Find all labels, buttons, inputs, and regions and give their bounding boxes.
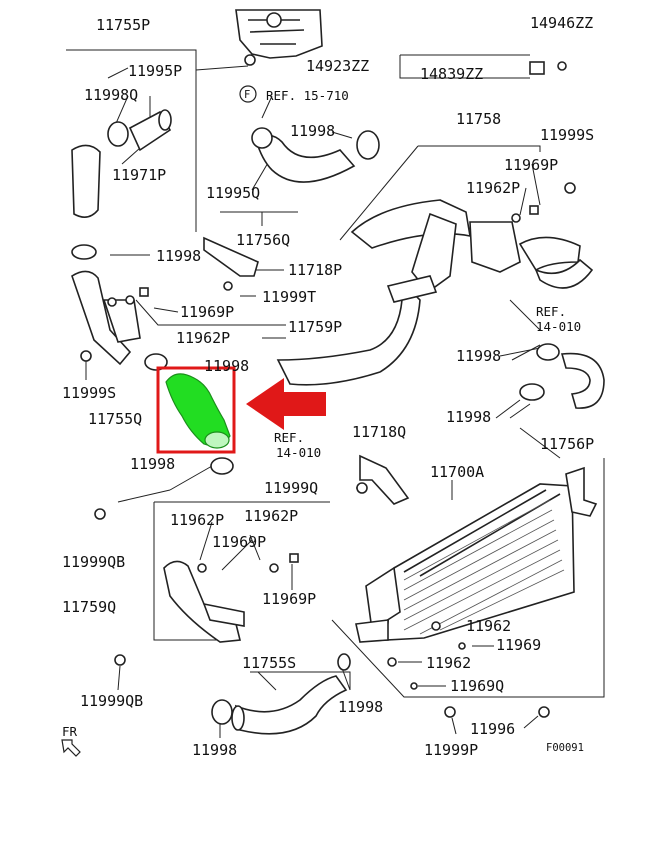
label-11969Q: 11969Q xyxy=(450,677,504,695)
label-11998-e: 11998 xyxy=(446,408,491,426)
label-11998-a: 11998 xyxy=(290,122,335,140)
label-ref-14-010-b-line1: REF. xyxy=(274,430,304,445)
red-left-arrow-icon xyxy=(246,378,326,430)
intercooler-fins xyxy=(403,499,565,635)
highlight-box xyxy=(156,366,236,454)
label-11962P-c: 11962P xyxy=(170,511,224,529)
label-11969P-b: 11969P xyxy=(180,303,234,321)
label-11756Q: 11756Q xyxy=(236,231,290,249)
label-11999QB-a: 11999QB xyxy=(62,553,125,571)
part-labels: 11755P 14946ZZ 11995P 14923ZZ 14839ZZ 11… xyxy=(62,14,594,759)
label-f00091: F00091 xyxy=(546,742,584,754)
label-11999QB-b: 11999QB xyxy=(80,692,143,710)
label-11971P: 11971P xyxy=(112,166,166,184)
label-ref-14-010-a-line2: 14-010 xyxy=(536,319,581,334)
label-14946ZZ: 14946ZZ xyxy=(530,14,593,32)
label-11755Q: 11755Q xyxy=(88,410,142,428)
label-11962P-a: 11962P xyxy=(466,179,520,197)
label-11969: 11969 xyxy=(496,636,541,654)
label-11700A: 11700A xyxy=(430,463,484,481)
label-11999S-a: 11999S xyxy=(540,126,594,144)
label-11718Q: 11718Q xyxy=(352,423,406,441)
label-11718P: 11718P xyxy=(288,261,342,279)
label-11998Q: 11998Q xyxy=(84,86,138,104)
label-11998-f: 11998 xyxy=(130,455,175,473)
label-11969P-a: 11969P xyxy=(504,156,558,174)
label-11998-h: 11998 xyxy=(192,741,237,759)
part-drawings xyxy=(71,9,605,735)
label-f-marker: F xyxy=(244,89,250,101)
label-11755P: 11755P xyxy=(96,16,150,34)
highlighted-hose-end xyxy=(204,431,230,449)
label-fr: FR xyxy=(62,724,78,739)
label-11999T: 11999T xyxy=(262,288,316,306)
label-11995P: 11995P xyxy=(128,62,182,80)
highlighted-part-11755Q[interactable] xyxy=(156,366,236,454)
label-11759P: 11759P xyxy=(288,318,342,336)
label-11962P-d: 11962P xyxy=(244,507,298,525)
label-11962-b: 11962 xyxy=(426,654,471,672)
label-11998-b: 11998 xyxy=(156,247,201,265)
label-11999P: 11999P xyxy=(424,741,478,759)
f-circle-marker xyxy=(239,85,257,103)
label-11996: 11996 xyxy=(470,720,515,738)
highlighted-hose[interactable] xyxy=(165,373,231,447)
label-ref-14-010-a-line1: REF. xyxy=(536,304,566,319)
label-ref-15-710: REF. 15-710 xyxy=(266,88,349,103)
label-11998-d: 11998 xyxy=(456,347,501,365)
label-11758: 11758 xyxy=(456,110,501,128)
label-11969P-d: 11969P xyxy=(262,590,316,608)
label-11969P-c: 11969P xyxy=(212,533,266,551)
label-11995Q: 11995Q xyxy=(206,184,260,202)
label-ref-14-010-b-line2: 14-010 xyxy=(276,445,321,460)
group-boundary-lines xyxy=(66,49,605,698)
label-11962-a: 11962 xyxy=(466,617,511,635)
label-11755S: 11755S xyxy=(242,654,296,672)
front-direction-arrow-icon xyxy=(61,739,81,757)
label-11998-c: 11998 xyxy=(204,357,249,375)
label-11962P-b: 11962P xyxy=(176,329,230,347)
label-11999Q: 11999Q xyxy=(264,479,318,497)
label-11998-g: 11998 xyxy=(338,698,383,716)
label-14839ZZ: 14839ZZ xyxy=(420,65,483,83)
label-11999S-b: 11999S xyxy=(62,384,116,402)
label-14923ZZ: 14923ZZ xyxy=(306,57,369,75)
label-11759Q: 11759Q xyxy=(62,598,116,616)
label-11756P: 11756P xyxy=(540,435,594,453)
